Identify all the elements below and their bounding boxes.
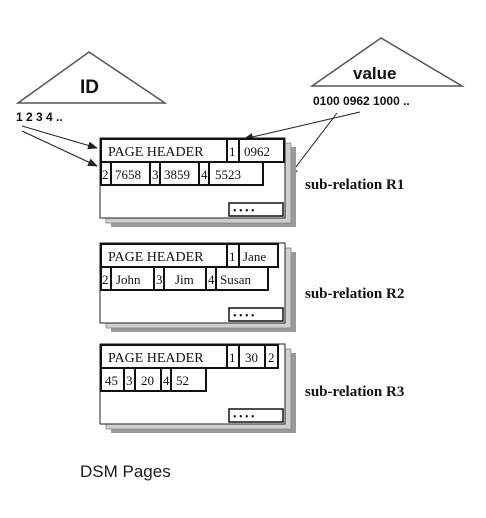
relation-label: sub-relation R1: [305, 177, 404, 193]
header-text: PAGE HEADER: [108, 351, 204, 366]
page-r3: PAGE HEADER 1 30 2 45 3 20 4 52 • • • • …: [99, 343, 404, 433]
page-front: [99, 242, 286, 324]
value-arrow-1: [243, 111, 361, 141]
pointer-arrows: [21, 111, 361, 177]
value-index-triangle: [309, 37, 465, 87]
slot-directory-dots: • • • •: [233, 412, 255, 423]
page-r2: PAGE HEADER 1 Jane 2 John 3 Jim 4 Susan …: [99, 242, 404, 332]
cell-text: Jane: [243, 249, 266, 264]
cell-text: 4: [208, 272, 215, 287]
cell-text: 4: [201, 167, 208, 182]
cell-text: 1: [229, 144, 236, 159]
cell-text: 7658: [115, 167, 141, 182]
cell-text: 30: [245, 350, 258, 365]
value-index-label: value: [353, 64, 396, 83]
header-text: PAGE HEADER: [108, 250, 204, 265]
slot-directory-dots: • • • •: [233, 311, 255, 322]
cell-text: 3: [152, 167, 159, 182]
cell: [170, 367, 207, 392]
cell-text: 45: [105, 373, 118, 388]
cell-text: Susan: [220, 272, 252, 287]
cell-text: 3: [156, 272, 163, 287]
cell: [264, 344, 279, 369]
cell-text: 4: [163, 373, 170, 388]
slot-directory: [228, 408, 284, 423]
cell-text: 1: [229, 249, 236, 264]
cell-text: 2: [268, 350, 275, 365]
page-front: [99, 137, 286, 219]
cell-text: 2: [102, 167, 109, 182]
value-index-keys: 0100 0962 1000 ..: [313, 94, 410, 108]
slot-directory-dots: • • • •: [233, 206, 255, 217]
id-index-keys: 1 2 3 4 ..: [16, 110, 63, 124]
id-arrow-1: [21, 125, 98, 150]
cell-text: 3: [126, 373, 133, 388]
cell-text: 2: [102, 272, 109, 287]
relation-label: sub-relation R2: [305, 286, 404, 302]
cell-text: 52: [176, 373, 189, 388]
cell-text: 20: [141, 373, 154, 388]
id-index-label: ID: [80, 77, 99, 98]
page-r1: PAGE HEADER 1 0962 2 7658 3 3859 4 5523 …: [99, 137, 404, 227]
cell-text: 5523: [215, 167, 241, 182]
cell: [215, 266, 269, 291]
page-front: [99, 343, 286, 425]
cell-text: Jim: [175, 272, 194, 287]
id-index-triangle: [15, 51, 168, 104]
value-arrow-2: [288, 112, 338, 177]
cell-text: 3859: [164, 167, 190, 182]
id-arrow-2: [21, 130, 98, 167]
slot-directory: [228, 202, 284, 217]
header-text: PAGE HEADER: [108, 145, 204, 160]
relation-label: sub-relation R3: [305, 384, 404, 400]
value-index: value 0100 0962 1000 ..: [309, 37, 465, 108]
slot-directory: [228, 307, 284, 322]
cell-text: 1: [229, 350, 236, 365]
cell-text: 0962: [244, 144, 270, 159]
id-index: ID 1 2 3 4 ..: [15, 51, 168, 124]
cell: [208, 161, 264, 186]
figure-caption: DSM Pages: [80, 462, 171, 481]
cell-text: John: [116, 272, 141, 287]
